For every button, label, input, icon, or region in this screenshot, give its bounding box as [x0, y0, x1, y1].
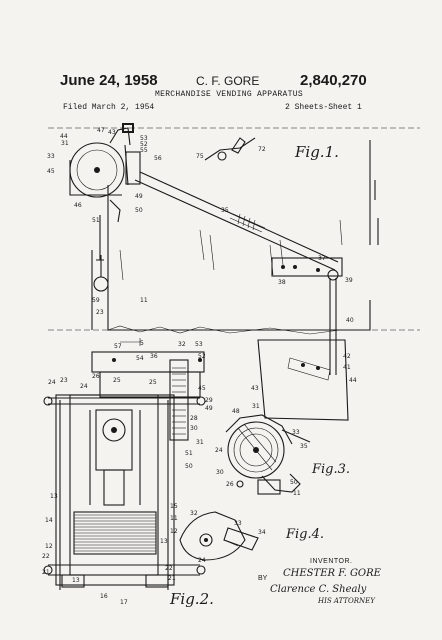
- figure-2-label: Fig.2.: [170, 590, 214, 608]
- reference-numeral: 44: [60, 133, 68, 140]
- figure-4-drawing: [179, 511, 259, 561]
- reference-numeral: 23: [96, 309, 104, 316]
- figure-1-drawing: [48, 123, 420, 421]
- reference-numeral: 24: [48, 379, 56, 386]
- reference-numeral: 55: [140, 147, 148, 154]
- reference-numeral: 49: [135, 193, 143, 200]
- reference-numeral: 24: [215, 447, 223, 454]
- reference-numeral: 31: [252, 403, 260, 410]
- reference-numeral: 22: [42, 553, 50, 560]
- reference-numeral: 30: [190, 425, 198, 432]
- reference-numeral: 40: [346, 317, 354, 324]
- reference-numeral: 35: [221, 207, 229, 214]
- reference-numeral: 31: [61, 140, 69, 147]
- filing-date: Filed March 2, 1954: [63, 103, 155, 112]
- reference-numeral: 45: [198, 385, 206, 392]
- patent-date: June 24, 1958: [60, 72, 158, 89]
- figure-1-label: Fig.1.: [295, 143, 339, 161]
- reference-numeral: 32: [190, 510, 198, 517]
- reference-numeral: 33: [47, 153, 55, 160]
- reference-numeral: 52: [140, 141, 148, 148]
- reference-numeral: 25: [113, 377, 121, 384]
- reference-numeral: 11: [293, 490, 301, 497]
- inventor-label: INVENTOR.: [310, 558, 353, 565]
- reference-numeral: 72: [258, 146, 266, 153]
- reference-numeral: 50: [135, 207, 143, 214]
- reference-numeral: 75: [196, 153, 204, 160]
- reference-numeral: 17: [120, 599, 128, 606]
- figure-3-label: Fig.3.: [312, 462, 351, 477]
- reference-numeral: 11: [140, 297, 148, 304]
- reference-numeral: 59: [92, 297, 100, 304]
- reference-numeral: 11: [170, 515, 178, 522]
- reference-numeral: 28: [190, 415, 198, 422]
- reference-numeral: 24: [80, 383, 88, 390]
- inventor-signature: CHESTER F. GORE: [283, 568, 381, 579]
- reference-numeral: 45: [47, 168, 55, 175]
- reference-numeral: 16: [100, 593, 108, 600]
- reference-numeral: 53: [195, 341, 203, 348]
- reference-numeral: 54: [136, 355, 144, 362]
- reference-numerals: 44 47 43 53 52 55 56 31 33 45 75 72 35 4…: [42, 127, 357, 606]
- reference-numeral: 43: [108, 129, 116, 136]
- reference-numeral: 24: [198, 557, 206, 564]
- reference-numeral: 50: [185, 463, 193, 470]
- reference-numeral: 50: [290, 479, 298, 486]
- reference-numeral: 36: [150, 353, 158, 360]
- reference-numeral: 25: [149, 379, 157, 386]
- reference-numeral: 14: [45, 517, 53, 524]
- reference-numeral: 31: [196, 439, 204, 446]
- patent-title: MERCHANDISE VENDING APPARATUS: [155, 90, 303, 99]
- reference-numeral: 12: [170, 528, 178, 535]
- reference-numeral: 38: [278, 279, 286, 286]
- reference-numeral: 32: [178, 341, 186, 348]
- reference-numeral: 42: [343, 353, 351, 360]
- reference-numeral: 34: [258, 529, 266, 536]
- reference-numeral: 5: [140, 340, 144, 347]
- reference-numeral: 52: [198, 353, 206, 360]
- reference-numeral: 43: [251, 385, 259, 392]
- reference-numeral: 21: [168, 575, 176, 582]
- reference-numeral: 53: [140, 135, 148, 142]
- reference-numeral: 12: [45, 543, 53, 550]
- figure-4-label: Fig.4.: [286, 527, 325, 542]
- attorney-signature: Clarence C. Shealy: [270, 584, 367, 595]
- patent-number: 2,840,270: [300, 72, 367, 89]
- reference-numeral: 13: [160, 538, 168, 545]
- reference-numeral: 46: [74, 202, 82, 209]
- reference-numeral: 49: [205, 405, 213, 412]
- reference-numeral: 37: [318, 255, 326, 262]
- reference-numeral: 51: [92, 217, 100, 224]
- reference-numeral: 44: [349, 377, 357, 384]
- reference-numeral: 47: [97, 127, 105, 134]
- reference-numeral: 51: [185, 450, 193, 457]
- reference-numeral: 23: [60, 377, 68, 384]
- reference-numeral: 41: [343, 364, 351, 371]
- figure-2-drawing: [43, 338, 206, 590]
- by-label: BY: [258, 575, 268, 582]
- reference-numeral: 48: [232, 408, 240, 415]
- reference-numeral: 57: [114, 343, 122, 350]
- reference-numeral: 13: [50, 493, 58, 500]
- reference-numeral: 35: [300, 443, 308, 450]
- reference-numeral: 15: [170, 503, 178, 510]
- reference-numeral: 56: [154, 155, 162, 162]
- reference-numeral: 33: [234, 520, 242, 527]
- reference-numeral: 29: [205, 397, 213, 404]
- reference-numeral: 22: [165, 565, 173, 572]
- inventor-heading: C. F. GORE: [196, 74, 260, 88]
- attorney-label: HIS ATTORNEY: [318, 597, 375, 605]
- reference-numeral: 26: [92, 373, 100, 380]
- reference-numeral: 39: [345, 277, 353, 284]
- reference-numeral: 30: [216, 469, 224, 476]
- reference-numeral: 13: [72, 577, 80, 584]
- reference-numeral: 33: [292, 429, 300, 436]
- reference-numeral: 26: [226, 481, 234, 488]
- reference-numeral: 21: [42, 569, 50, 576]
- sheet-count: 2 Sheets-Sheet 1: [285, 103, 362, 112]
- figure-3-drawing: [225, 414, 311, 495]
